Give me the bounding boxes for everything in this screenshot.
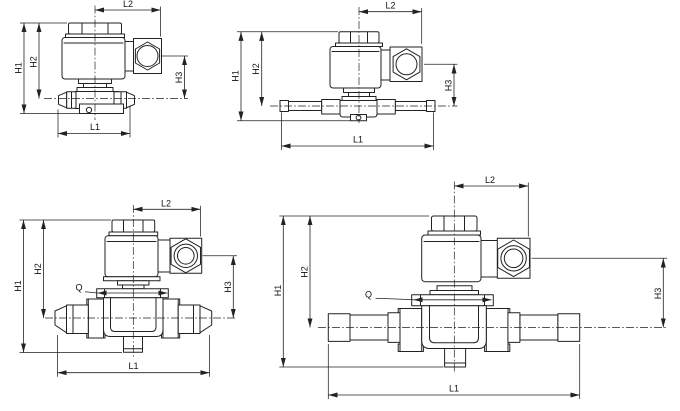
flare-nut-right-tip	[199, 305, 213, 334]
dimensions: L2 H1 H2 H3 L1	[231, 1, 458, 150]
dim-label-l1: L1	[90, 122, 100, 132]
dim-label-h3: H3	[653, 288, 663, 300]
dim-label-l2: L2	[161, 198, 171, 208]
coil-bottom-flange	[103, 276, 161, 282]
dim-label-l1: L1	[353, 135, 363, 145]
connector-gland	[395, 53, 418, 76]
body-flange-right	[162, 298, 179, 339]
valve-figure	[58, 22, 162, 114]
body-top-plate	[411, 294, 494, 307]
connector-gland-inner	[177, 247, 195, 265]
drawing-large-solder-valve: L2 H1 H2 H3 L1 Q	[273, 175, 667, 399]
dim-label-h2: H2	[33, 263, 43, 275]
valve-body	[339, 100, 378, 118]
dim-label-l2: L2	[123, 0, 133, 9]
body-flange-left	[399, 308, 423, 352]
drawing-small-flare-valve: L2 H1 H2 H3 L1	[14, 0, 188, 138]
flare-nut-left	[66, 304, 89, 334]
valve-figure	[54, 219, 213, 353]
dimensions: L2 H1 H2 H3 L1 Q	[273, 175, 667, 399]
connector-hex-nut	[134, 41, 161, 71]
dim-label-h1: H1	[273, 285, 283, 297]
connector-block	[124, 41, 134, 72]
bottom-pin	[350, 114, 367, 122]
dim-label-l1: L1	[449, 384, 459, 394]
bottom-pin	[444, 348, 467, 368]
connector-block	[480, 240, 499, 278]
body-flange-left	[87, 298, 105, 339]
bracket-hole	[85, 106, 93, 114]
centerlines	[44, 5, 188, 120]
dim-label-h3: H3	[223, 281, 233, 293]
pin-hole	[355, 114, 362, 121]
flare-nut-right	[177, 304, 201, 334]
dim-label-h2: H2	[29, 56, 39, 68]
dim-label-h3: H3	[444, 80, 454, 92]
dim-label-h3: H3	[174, 72, 184, 84]
centerlines	[270, 7, 458, 123]
connector-block	[380, 49, 391, 81]
coil-body	[61, 37, 126, 80]
centerlines	[45, 205, 237, 357]
dim-label-h2: H2	[251, 63, 261, 75]
dimensions: L2 H1 H2 H3 L1 Q	[13, 198, 237, 377]
dim-label-h1: H1	[231, 70, 241, 82]
dim-label-l1: L1	[128, 361, 138, 371]
mounting-bracket	[79, 103, 124, 114]
solder-cup-right	[376, 99, 396, 115]
connector-gland-inner	[503, 248, 524, 269]
connector-gland-outer	[500, 245, 527, 272]
connector-hex-nut	[497, 239, 530, 278]
dim-label-l2: L2	[385, 1, 395, 11]
solder-tube-left	[349, 314, 389, 341]
dimensions: L2 H1 H2 H3 L1	[14, 0, 188, 138]
flare-nut-left-tip	[58, 91, 68, 109]
flare-nut-right-tip	[126, 91, 135, 109]
dim-label-h1: H1	[13, 280, 23, 292]
coil-body	[421, 234, 482, 283]
dim-label-h2: H2	[300, 266, 310, 278]
body-flange-right	[485, 308, 509, 352]
dim-label-l2: L2	[485, 175, 495, 185]
valve-figure	[279, 31, 436, 122]
flare-nut-left-tip	[54, 305, 67, 334]
dim-label-q: Q	[365, 289, 372, 299]
dim-label-q: Q	[75, 283, 82, 293]
centerlines	[318, 181, 667, 374]
drawing-small-solder-valve: L2 H1 H2 H3 L1	[231, 1, 458, 150]
connector-gland	[136, 45, 159, 67]
coil-body	[329, 46, 382, 89]
connector-gland-outer	[173, 243, 199, 269]
connector-block	[157, 239, 172, 273]
dim-label-h1: H1	[14, 62, 24, 74]
solder-cup-left	[321, 99, 341, 115]
drawing-large-flare-valve: L2 H1 H2 H3 L1 Q	[13, 198, 237, 377]
